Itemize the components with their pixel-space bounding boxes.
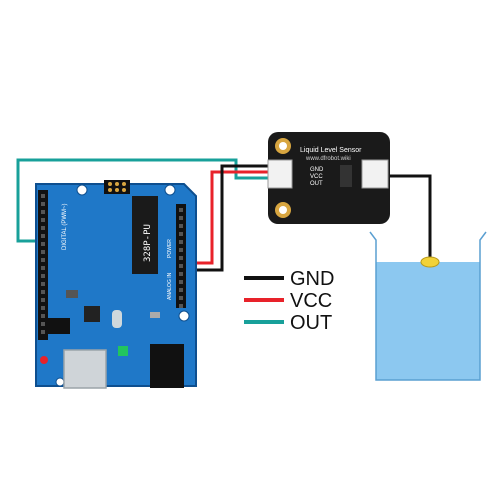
liquid-level-sensor: Liquid Level Sensor www.dfrobot.wiki GND… <box>267 132 390 224</box>
header-pin <box>179 216 183 220</box>
header-pin <box>41 314 45 318</box>
icsp-header-bottom <box>48 318 70 334</box>
probe-cable <box>390 174 432 258</box>
arduino-board: DIGITAL (PWM~) POWER ANALOG IN 328P-PU <box>35 180 197 389</box>
smd-component <box>150 312 160 318</box>
header-pin <box>179 304 183 308</box>
mount-hole <box>164 184 176 196</box>
header-pin <box>179 264 183 268</box>
header-pin <box>41 306 45 310</box>
header-pin <box>41 330 45 334</box>
header-pin <box>179 272 183 276</box>
usb-chip <box>84 306 100 322</box>
header-pin <box>179 296 183 300</box>
crystal <box>112 310 122 328</box>
header-pin <box>41 282 45 286</box>
header-pin <box>179 240 183 244</box>
analog-label: ANALOG IN <box>167 272 173 300</box>
header-pin <box>179 224 183 228</box>
container-outline <box>369 231 487 381</box>
mount-hole <box>178 310 190 322</box>
header-pin <box>41 210 45 214</box>
smd-component <box>66 290 78 298</box>
header-pin <box>41 242 45 246</box>
water-container <box>369 231 487 381</box>
header-pin <box>41 274 45 278</box>
usb-port <box>63 349 107 389</box>
header-pin <box>41 234 45 238</box>
wire-gnd <box>178 164 270 272</box>
legend-label-vcc: VCC <box>290 290 332 312</box>
pin-label-gnd: GND <box>310 167 324 173</box>
pin-label-vcc: VCC <box>310 174 323 180</box>
probe-tip <box>420 256 440 268</box>
sensor-connector-left <box>267 159 293 189</box>
digital-header <box>38 190 48 340</box>
power-label: POWER <box>167 239 173 258</box>
header-pin <box>41 290 45 294</box>
header-pin <box>41 322 45 326</box>
sensor-url: www.dfrobot.wiki <box>305 156 351 162</box>
sensor-pcb <box>268 132 390 224</box>
header-pin <box>41 194 45 198</box>
header-pin <box>179 208 183 212</box>
header-pin <box>179 232 183 236</box>
water <box>376 262 480 380</box>
chip-label: 328P-PU <box>143 224 153 262</box>
header-pin <box>179 288 183 292</box>
header-pin <box>179 248 183 252</box>
header-pin <box>41 298 45 302</box>
atmega-chip <box>132 196 158 274</box>
header-pin <box>41 218 45 222</box>
sensor-connector-right <box>361 159 389 189</box>
digital-label: DIGITAL (PWM~) <box>62 203 68 250</box>
legend: GND VCC OUT <box>244 268 334 334</box>
dc-jack <box>150 344 184 388</box>
sensor-title: Liquid Level Sensor <box>300 147 362 154</box>
legend-label-gnd: GND <box>290 268 334 290</box>
header-pin <box>41 226 45 230</box>
mount-hole <box>55 377 65 387</box>
pin-label-out: OUT <box>310 181 323 187</box>
header-pin <box>179 280 183 284</box>
header-pin <box>41 250 45 254</box>
header-pin <box>41 266 45 270</box>
power-led <box>118 346 128 356</box>
sensor-ic <box>340 165 352 187</box>
mount-hole <box>76 184 88 196</box>
reset-button <box>40 356 48 364</box>
header-pin <box>41 258 45 262</box>
header-pin <box>179 256 183 260</box>
legend-label-out: OUT <box>290 312 332 334</box>
wire-out <box>16 158 270 243</box>
header-pin <box>41 202 45 206</box>
